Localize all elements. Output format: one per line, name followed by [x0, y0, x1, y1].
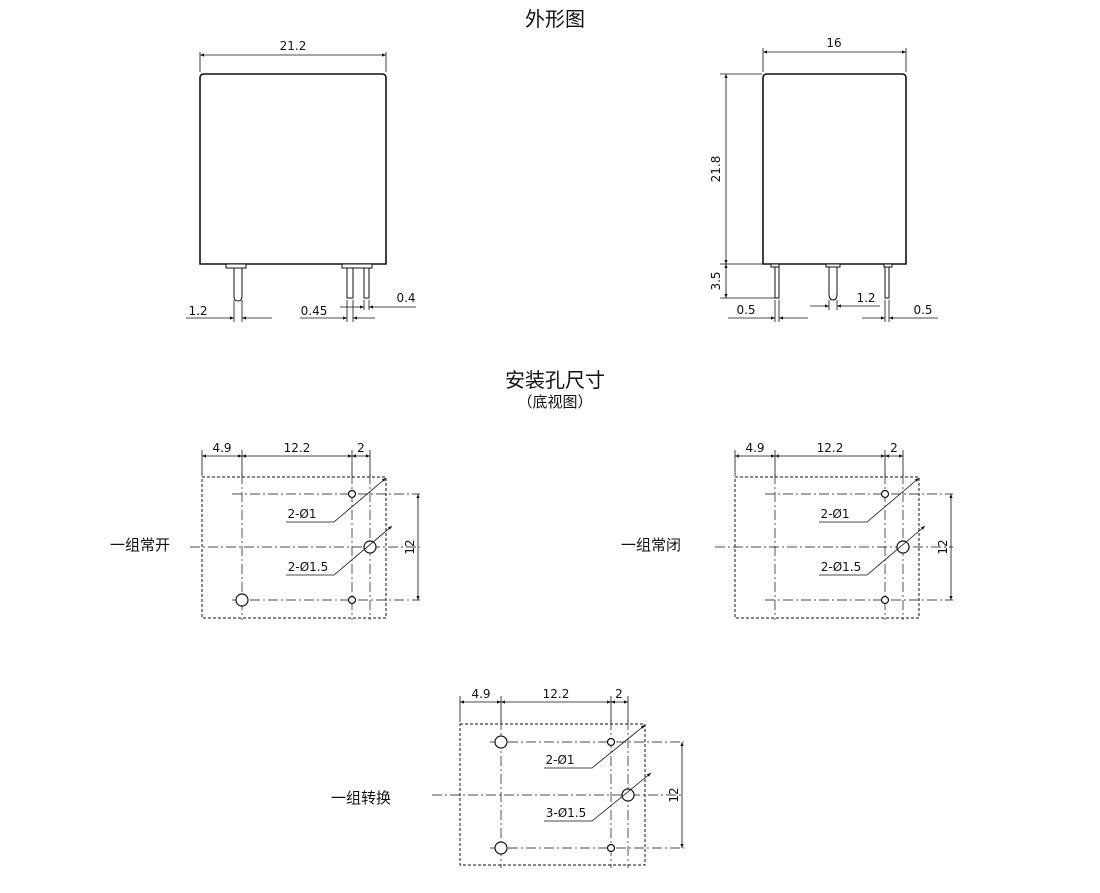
- layout-name: 一组常开: [110, 536, 170, 554]
- dim-4-9: 4.9: [212, 441, 231, 455]
- outline-title: 外形图: [525, 7, 585, 31]
- dim-12-2: 12.2: [543, 687, 570, 701]
- dim-12: 12: [936, 539, 950, 554]
- mounting-title: 安装孔尺寸: [505, 368, 605, 392]
- dim-12: 12: [667, 787, 681, 802]
- front-pin-gap-label: 0.45: [301, 304, 328, 318]
- dim-12-2: 12.2: [817, 441, 844, 455]
- side-view: 16 21.8 3.5 0.5 1.2 0.5: [709, 36, 938, 322]
- dim-2: 2: [357, 441, 365, 455]
- large-hole-label: 3-Ø1.5: [546, 806, 587, 820]
- side-width-label: 16: [826, 36, 841, 50]
- layout-no: 一组常开 4.9 12.2 2 12 2-Ø1 2-Ø1.5: [110, 441, 420, 620]
- large-hole-label: 2-Ø1.5: [288, 560, 329, 574]
- side-pin-length-label: 3.5: [709, 271, 723, 290]
- front-view: 21.2 1.2 0.45 0.4: [186, 39, 416, 322]
- layout-name: 一组转换: [331, 789, 391, 807]
- small-hole-label: 2-Ø1: [820, 507, 849, 521]
- layout-nc: 一组常闭 4.9 12.2 2 12 2-Ø1 2-Ø1.5: [621, 441, 953, 620]
- side-pin-left-label: 0.5: [736, 303, 755, 317]
- mounting-subtitle: （底视图）: [517, 393, 592, 411]
- layout-co: 一组转换 4.9 12.2 2 12 2-Ø1 3-Ø1.5: [331, 687, 684, 868]
- side-pin-right-label: 0.5: [913, 303, 932, 317]
- front-width-label: 21.2: [280, 39, 307, 53]
- dim-4-9: 4.9: [471, 687, 490, 701]
- small-hole-label: 2-Ø1: [287, 507, 316, 521]
- side-height-label: 21.8: [709, 156, 723, 183]
- front-pin-left-label: 1.2: [188, 304, 207, 318]
- large-hole-label: 2-Ø1.5: [821, 560, 862, 574]
- small-hole-label: 2-Ø1: [545, 753, 574, 767]
- dim-12-2: 12.2: [284, 441, 311, 455]
- dim-2: 2: [615, 687, 623, 701]
- layout-name: 一组常闭: [621, 536, 681, 554]
- dim-12: 12: [403, 539, 417, 554]
- front-pin-thick-label: 0.4: [396, 291, 415, 305]
- dim-4-9: 4.9: [745, 441, 764, 455]
- side-pin-mid-label: 1.2: [856, 291, 875, 305]
- dim-2: 2: [890, 441, 898, 455]
